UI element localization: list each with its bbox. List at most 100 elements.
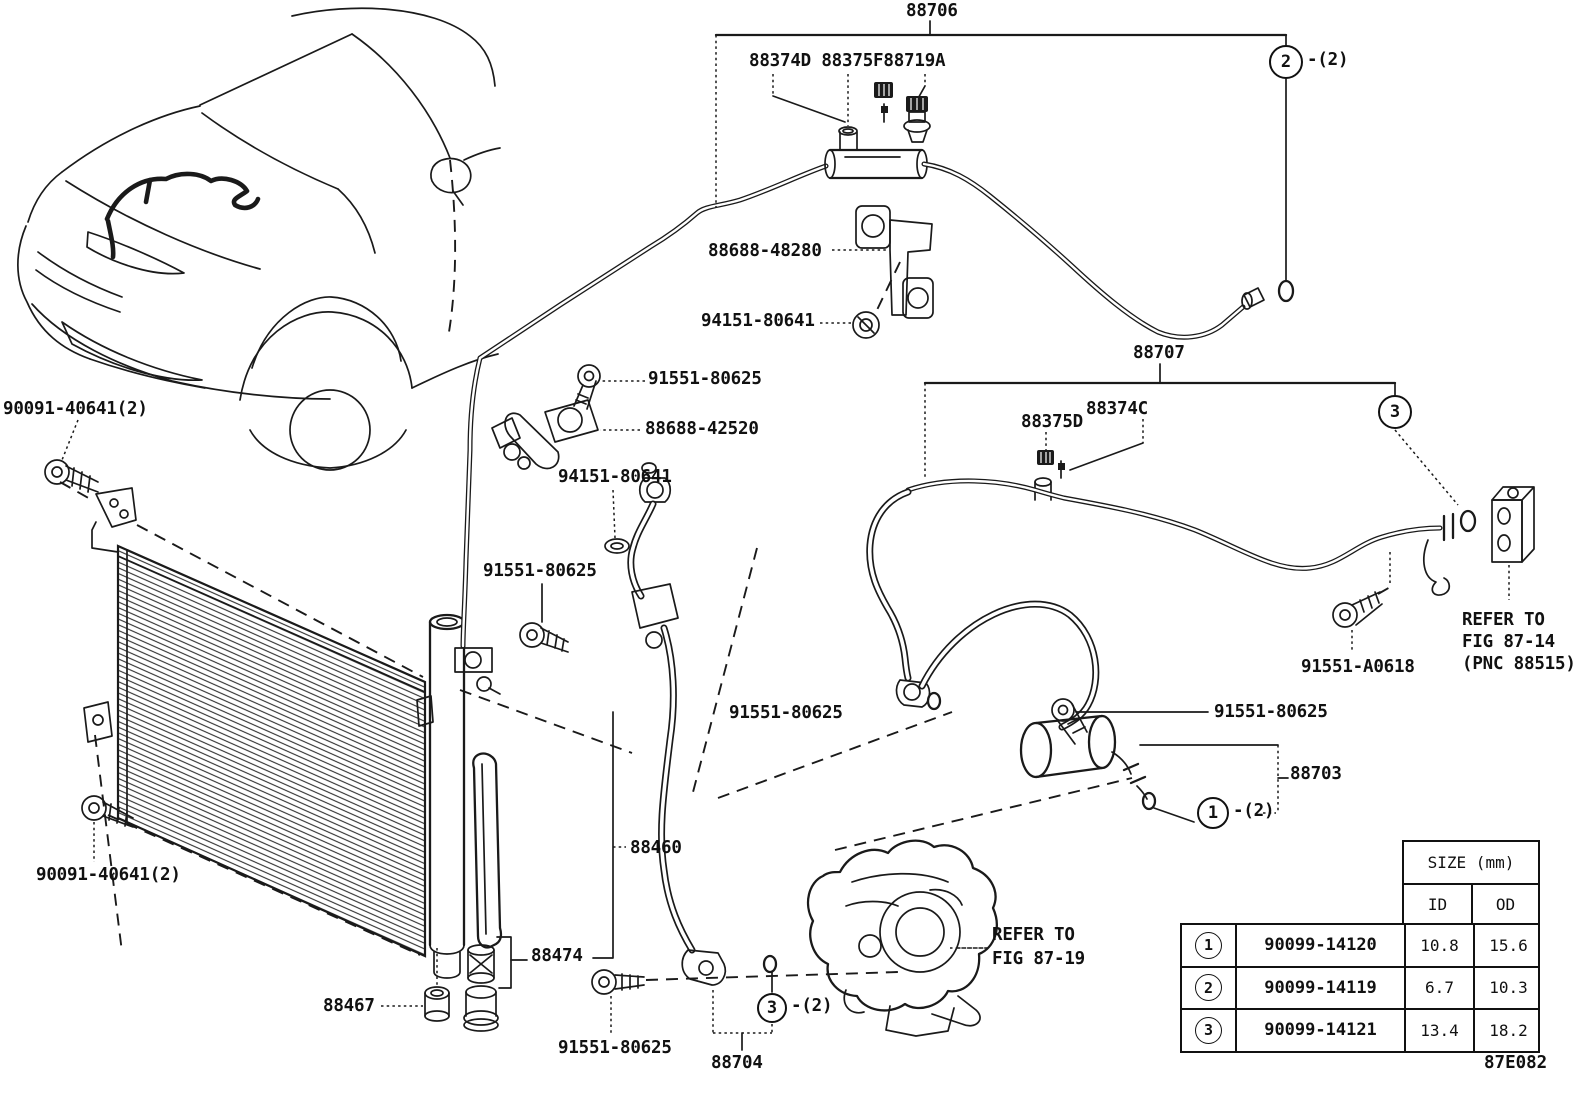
expansion-valve — [1491, 486, 1535, 600]
drawing-code: 87E082 — [1484, 1053, 1548, 1073]
part-label: 91551-80625 — [1214, 702, 1328, 722]
part-label: 91551-80625 — [558, 1038, 672, 1058]
clamp-88688-42520 — [491, 399, 640, 470]
cell-part-number: 90099-14121 — [1235, 1010, 1404, 1051]
part-label: 88688-42520 — [645, 419, 759, 439]
callout-number: 3 — [766, 998, 778, 1018]
callout-suffix: -(2) — [1233, 801, 1275, 821]
bracket-lines-88460 — [496, 711, 626, 989]
col-od-label: OD — [1495, 894, 1516, 914]
callout-number: 2 — [1280, 52, 1292, 72]
part-label: FIG 87-19 — [992, 949, 1086, 969]
grommet-88467 — [381, 948, 450, 1022]
part-label: 90091-40641(2) — [3, 399, 148, 419]
part-label: REFER TO — [1462, 610, 1545, 630]
condenser-seal-strip — [472, 752, 503, 949]
desiccant-parts-88474 — [463, 944, 499, 1032]
size-table-title: SIZE (mm) — [1427, 853, 1515, 872]
part-label: 88474 — [531, 946, 583, 966]
bolt-91551-A0618 — [1332, 552, 1391, 652]
part-label: 91551-80625 — [483, 561, 597, 581]
size-table-col-od: OD — [1471, 883, 1540, 925]
cell-callout: 3 — [1182, 1010, 1235, 1051]
part-label: 91551-80625 — [648, 369, 762, 389]
part-label: (PNC 88515) — [1462, 654, 1576, 674]
part-label: 88707 — [1133, 343, 1185, 363]
part-label: 88704 — [711, 1053, 763, 1073]
cell-od-mm: 18.2 — [1473, 1010, 1542, 1051]
valve-core-88374C — [1058, 460, 1065, 479]
cap-88375D — [1037, 450, 1054, 465]
o-ring-3a — [1459, 509, 1477, 533]
callout-circle: 1 — [1197, 797, 1229, 829]
part-label: 88706 — [906, 1, 958, 21]
o-ring-2 — [1277, 279, 1295, 303]
cell-od-mm: 10.3 — [1473, 967, 1542, 1008]
size-table-col-id: ID — [1402, 883, 1473, 925]
grommet-94151-upper — [820, 311, 880, 339]
bolt-90091-lower — [81, 795, 134, 862]
part-label: 88467 — [323, 996, 375, 1016]
callout-circle: 3 — [1378, 395, 1412, 429]
bracket-lines-88704 — [712, 971, 773, 1051]
receiver-drier — [416, 613, 466, 979]
pipe-end-fitting — [1243, 287, 1265, 308]
part-label: 91551-A0618 — [1301, 657, 1415, 677]
callout-number: 1 — [1207, 803, 1219, 823]
table-callout-number: 1 — [1195, 931, 1222, 959]
part-label: 88375D — [1021, 412, 1084, 432]
bolt-91551-b — [519, 583, 569, 653]
condenser — [83, 487, 503, 979]
bracket-lines-88703 — [1139, 744, 1289, 814]
o-ring-3b — [762, 954, 778, 974]
pressure-switch-88719A — [903, 96, 931, 143]
hose-88460 — [627, 462, 778, 986]
compressor — [806, 839, 998, 1037]
table-callout-number: 2 — [1195, 974, 1222, 1002]
col-id-label: ID — [1427, 894, 1448, 914]
condenser-bracket-lower — [83, 701, 113, 743]
pipe-88706-assembly — [714, 20, 1295, 340]
size-table-title-cell: SIZE (mm) — [1402, 840, 1540, 885]
bolt-91551-a — [573, 364, 645, 410]
valve-core-88375F — [881, 103, 888, 123]
part-label: 90091-40641(2) — [36, 865, 181, 885]
cell-callout: 2 — [1182, 968, 1235, 1009]
cell-id-mm: 6.7 — [1404, 967, 1473, 1008]
cell-part-number: 90099-14120 — [1235, 925, 1404, 966]
callout-suffix: -(2) — [1307, 50, 1349, 70]
callout-circle: 2 — [1269, 45, 1303, 79]
grommet-94151-lower — [604, 489, 630, 554]
liquid-pipe — [454, 163, 829, 695]
part-label: 94151-80641 — [558, 467, 672, 487]
cell-id-mm: 10.8 — [1404, 925, 1473, 966]
cap-88374D — [874, 82, 893, 98]
part-label: 91551-80625 — [729, 703, 843, 723]
callout-number: 3 — [1389, 402, 1401, 422]
charge-valve-fitting — [824, 126, 928, 180]
part-label: 88688-48280 — [708, 241, 822, 261]
bolt-90091-upper — [44, 419, 99, 493]
condenser-bracket-upper — [91, 487, 137, 553]
suction-muffler-88703 — [1019, 714, 1195, 823]
engine-harness-bold-line — [104, 171, 261, 260]
table-callout-number: 3 — [1195, 1016, 1222, 1044]
cell-id-mm: 13.4 — [1404, 1010, 1473, 1051]
car-sketch — [17, 7, 501, 471]
cell-od-mm: 15.6 — [1473, 925, 1542, 966]
clamp-88688-48280 — [832, 205, 934, 319]
cell-part-number: 90099-14119 — [1235, 967, 1404, 1008]
callout-suffix: -(2) — [791, 996, 833, 1016]
bolt-91551-e — [591, 969, 645, 1035]
part-label: 88460 — [630, 838, 682, 858]
part-label: 94151-80641 — [701, 311, 815, 331]
part-label: 88374D 88375F88719A — [749, 51, 946, 71]
pipe-88707-assembly — [866, 363, 1535, 823]
